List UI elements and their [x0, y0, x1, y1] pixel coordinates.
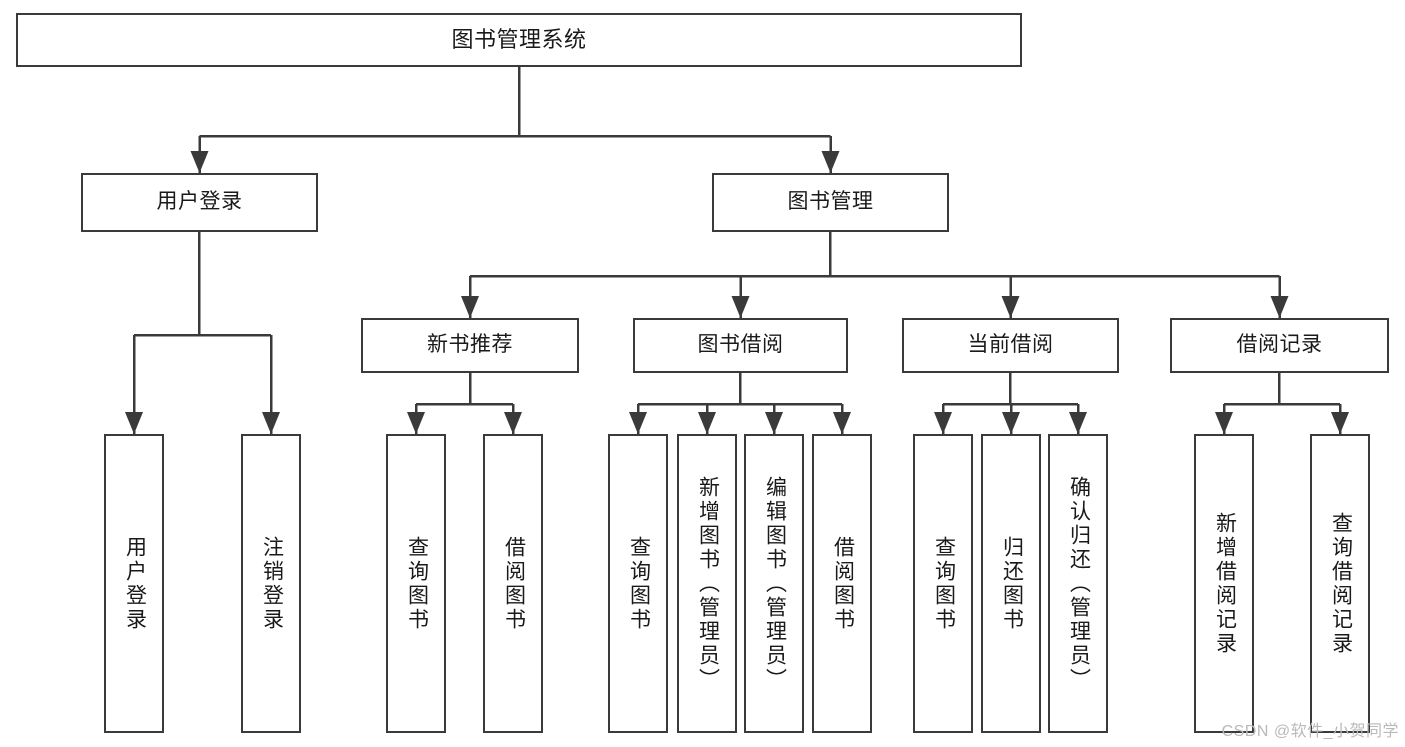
node-leaf-query-book-borrow[interactable]: 查询图书	[608, 434, 668, 733]
node-leaf-add-borrow-record[interactable]: 新增借阅记录	[1194, 434, 1254, 733]
node-new-book-recommendation[interactable]: 新书推荐	[361, 318, 579, 373]
node-leaf-user-login[interactable]: 用户登录	[104, 434, 164, 733]
node-label: 查询图书	[932, 535, 956, 632]
node-leaf-query-book-rec[interactable]: 查询图书	[386, 434, 446, 733]
node-label: 用户登录	[156, 190, 243, 214]
node-label: 查询借阅记录	[1329, 511, 1353, 656]
node-label: 新增借阅记录	[1213, 511, 1237, 656]
node-label: 图书借阅	[697, 333, 784, 357]
node-label: 用户登录	[123, 535, 147, 632]
node-label: 编辑图书（管理员）	[763, 475, 787, 692]
node-label: 归还图书	[1000, 535, 1024, 632]
node-user-login[interactable]: 用户登录	[81, 173, 318, 232]
node-label: 确认归还（管理员）	[1067, 475, 1091, 692]
node-leaf-logout[interactable]: 注销登录	[241, 434, 301, 733]
node-leaf-confirm-return-admin[interactable]: 确认归还（管理员）	[1048, 434, 1108, 733]
node-label: 查询图书	[405, 535, 429, 632]
node-label: 当前借阅	[967, 333, 1054, 357]
node-leaf-return-book[interactable]: 归还图书	[981, 434, 1041, 733]
node-leaf-query-borrow-record[interactable]: 查询借阅记录	[1310, 434, 1370, 733]
node-leaf-edit-book-admin[interactable]: 编辑图书（管理员）	[744, 434, 804, 733]
node-label: 借阅图书	[831, 535, 855, 632]
node-root-system[interactable]: 图书管理系统	[16, 13, 1022, 67]
node-label: 借阅图书	[502, 535, 526, 632]
node-book-management[interactable]: 图书管理	[712, 173, 949, 232]
node-label: 借阅记录	[1236, 333, 1323, 357]
node-leaf-borrow-book[interactable]: 借阅图书	[812, 434, 872, 733]
node-current-borrow[interactable]: 当前借阅	[902, 318, 1119, 373]
node-label: 图书管理	[787, 190, 874, 214]
node-leaf-query-book-current[interactable]: 查询图书	[913, 434, 973, 733]
node-label: 图书管理系统	[451, 26, 587, 52]
node-label: 新书推荐	[427, 333, 513, 357]
node-book-borrow[interactable]: 图书借阅	[633, 318, 848, 373]
node-leaf-borrow-book-rec[interactable]: 借阅图书	[483, 434, 543, 733]
node-label: 新增图书（管理员）	[696, 475, 720, 692]
node-leaf-add-book-admin[interactable]: 新增图书（管理员）	[677, 434, 737, 733]
node-borrow-record[interactable]: 借阅记录	[1170, 318, 1389, 373]
node-label: 查询图书	[627, 535, 651, 632]
node-label: 注销登录	[260, 535, 284, 632]
